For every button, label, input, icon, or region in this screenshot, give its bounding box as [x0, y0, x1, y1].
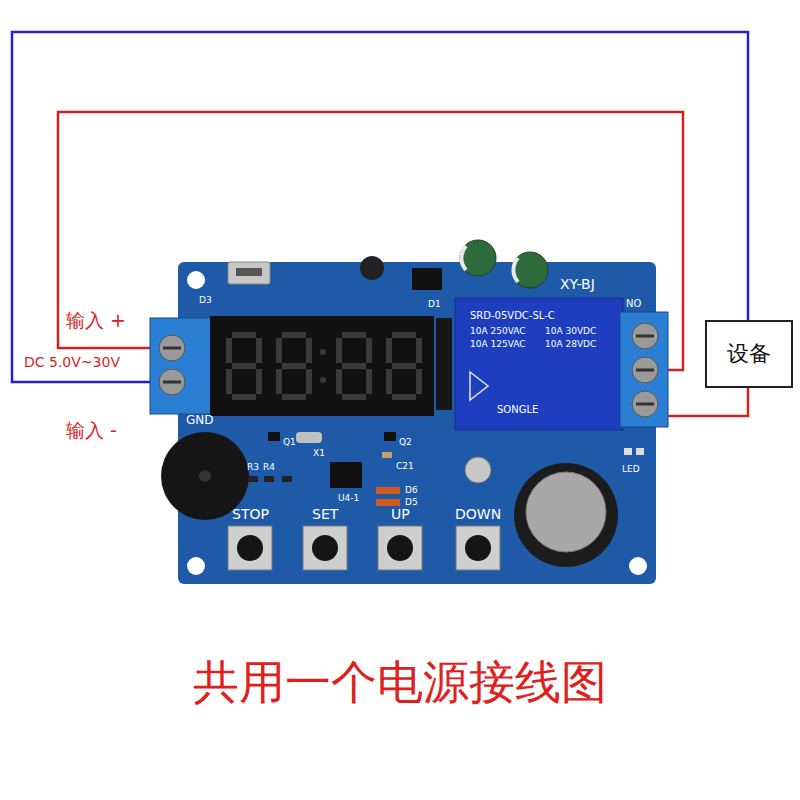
push-buttons — [228, 526, 500, 570]
battery-holder — [514, 463, 618, 567]
relay-rating: 10A 250VAC — [470, 326, 526, 336]
part-ref: R4 — [263, 462, 275, 472]
diode — [376, 499, 400, 506]
button-label: STOP — [232, 506, 269, 522]
screw — [632, 357, 658, 383]
button-label: DOWN — [455, 506, 501, 522]
mount-hole — [629, 557, 647, 575]
usb-port — [228, 262, 270, 284]
red-wire — [660, 388, 748, 416]
small-display — [436, 318, 452, 410]
part-ref: Q2 — [399, 437, 412, 447]
led-display — [210, 316, 434, 416]
screw — [159, 335, 185, 361]
terminal-block — [150, 318, 212, 414]
pin-name: NO — [626, 298, 641, 310]
led — [624, 448, 632, 455]
coin-cell — [526, 472, 606, 552]
part-ref: D5 — [405, 497, 418, 507]
terminal-block — [620, 312, 668, 427]
screw — [159, 369, 185, 395]
capacitor — [460, 240, 496, 276]
diagram-title: 共用一个电源接线图 — [0, 652, 800, 714]
part-ref: C21 — [396, 461, 414, 471]
mount-hole — [187, 271, 205, 289]
resistor — [248, 476, 258, 482]
relay-brand: SONGLE — [497, 404, 538, 416]
button-label: UP — [391, 506, 410, 522]
node-text: 设备 — [727, 339, 771, 369]
board-name: XY-BJ — [560, 276, 595, 292]
pcb-board — [150, 240, 668, 584]
voltage-label: DC 5.0V~30V — [22, 354, 122, 370]
part-ref: D1 — [428, 299, 441, 309]
button-label: SET — [312, 506, 338, 522]
part-ref: LED — [622, 464, 640, 474]
relay-rating: 10A 30VDC — [545, 326, 596, 336]
relay — [455, 298, 623, 430]
part-ref: D3 — [199, 295, 212, 305]
part-ref: X1 — [313, 448, 325, 458]
ic-chip — [330, 462, 362, 488]
pin-name: GND — [186, 414, 214, 428]
transistor — [268, 432, 280, 441]
screw — [632, 391, 658, 417]
diode — [376, 487, 400, 494]
power-label: 输入 + — [66, 310, 126, 332]
capacitor — [465, 457, 491, 483]
part-ref: R3 — [247, 462, 259, 472]
power-label: 输入 - — [66, 420, 117, 442]
screw — [632, 323, 658, 349]
ic-chip — [412, 268, 442, 290]
inductor — [360, 256, 384, 280]
mount-hole — [187, 557, 205, 575]
part-ref: Q1 — [283, 437, 296, 447]
resistor — [264, 476, 274, 482]
relay-rating: 10A 28VDC — [545, 339, 596, 349]
relay-rating: 10A 125VAC — [470, 339, 526, 349]
part-ref: D6 — [405, 485, 418, 495]
pcb — [178, 262, 656, 584]
transistor — [384, 432, 396, 441]
capacitor — [382, 452, 392, 458]
part-ref: U4-1 — [338, 493, 359, 503]
device-box: 设备 — [705, 320, 793, 388]
crystal — [296, 432, 322, 443]
relay-model: SRD-05VDC-SL-C — [470, 310, 555, 322]
capacitor — [512, 252, 548, 288]
